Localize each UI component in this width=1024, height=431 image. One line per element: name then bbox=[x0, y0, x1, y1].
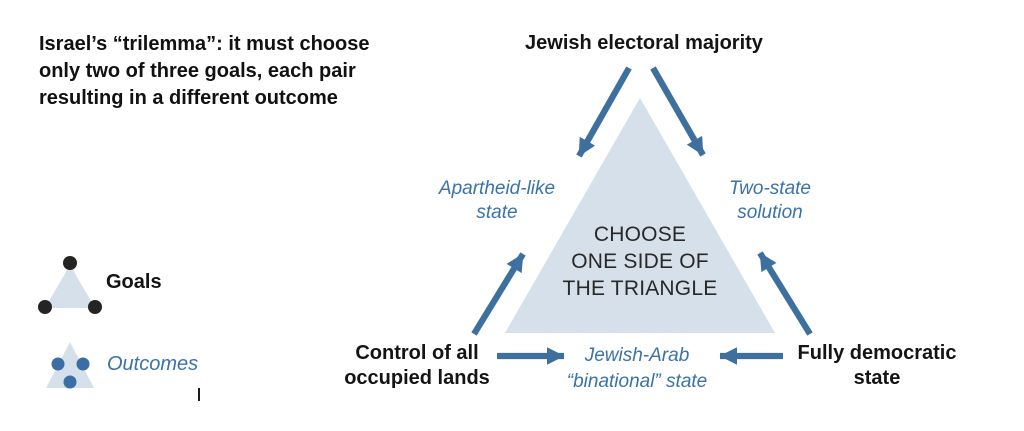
outcome-dot-left-icon bbox=[51, 357, 65, 371]
legend-goals-label: Goals bbox=[106, 271, 162, 293]
goal-label-jewish-electoral-majority: Jewish electoral majority bbox=[525, 32, 763, 54]
goal-label-fully-democratic-state: Fully democratic state bbox=[797, 342, 957, 389]
legend-goals-triangle bbox=[45, 265, 95, 308]
goal-dot-right-icon bbox=[88, 300, 102, 314]
outcome-dot-bottom-icon bbox=[63, 375, 77, 389]
page-title: Israel’s “trilemma”: it must choose only… bbox=[39, 33, 370, 109]
legend-outcomes-label: Outcomes bbox=[107, 353, 199, 375]
goal-dot-top-icon bbox=[63, 256, 77, 270]
outcome-label-apartheid-like-state: Apartheid-like state bbox=[438, 178, 556, 223]
outcome-label-two-state-solution: Two-state solution bbox=[728, 178, 811, 223]
arrow-democratic-to-twostate-icon bbox=[757, 251, 813, 336]
arrow-control-to-apartheid-icon bbox=[471, 252, 526, 336]
outcome-label-binational-state: Jewish-Arab “binational” state bbox=[566, 345, 708, 392]
goal-dot-left-icon bbox=[38, 300, 52, 314]
arrow-top-to-apartheid-icon bbox=[576, 66, 632, 158]
main-triangle bbox=[505, 98, 775, 333]
arrow-top-to-twostate-icon bbox=[650, 66, 706, 157]
legend-outcomes-triangle bbox=[46, 342, 94, 388]
triangle-center-text: CHOOSE ONE SIDE OF THE TRIANGLE bbox=[562, 223, 718, 300]
legend-outcomes-symbol bbox=[46, 342, 94, 389]
arrows bbox=[471, 66, 813, 365]
outcome-dot-right-icon bbox=[76, 357, 90, 371]
legend-goals-symbol bbox=[38, 256, 102, 314]
goal-label-control-occupied-lands: Control of all occupied lands bbox=[344, 342, 490, 389]
text-cursor bbox=[198, 388, 200, 401]
